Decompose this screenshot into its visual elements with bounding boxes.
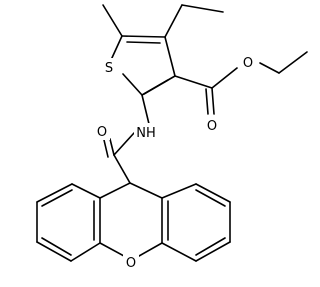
bond-lines: [36, 4, 308, 262]
ester-carbonyl-oxygen-atom: O: [204, 116, 220, 134]
chemical-structure-diagram: S O O NH O O: [36, 4, 308, 271]
xanthene-oxygen-label: O: [126, 256, 136, 271]
amide-carbonyl-oxygen-label: O: [97, 125, 107, 140]
ester-carbonyl-oxygen-label: O: [207, 119, 217, 134]
xanthene-oxygen-atom: O: [123, 253, 139, 271]
amide-carbonyl-oxygen-atom: O: [94, 122, 110, 140]
ester-ether-oxygen-atom: O: [240, 53, 256, 71]
sulfur-atom: S: [101, 58, 117, 76]
atom-labels: S O O NH O O: [94, 53, 256, 271]
sulfur-label: S: [105, 61, 113, 76]
amide-nitrogen-atom: NH: [134, 123, 158, 141]
ester-ether-oxygen-label: O: [243, 56, 253, 71]
amide-nitrogen-label: NH: [136, 126, 156, 141]
